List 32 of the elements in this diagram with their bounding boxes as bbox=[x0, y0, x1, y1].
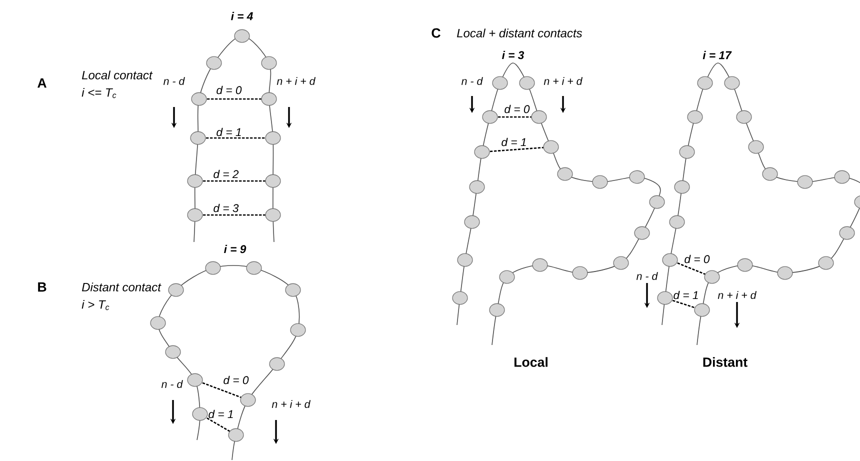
index-label: n - d bbox=[162, 380, 183, 388]
distance-label: d = 0 bbox=[504, 104, 530, 114]
distance-label: d = 1 bbox=[674, 290, 698, 300]
distance-label: d = 1 bbox=[208, 410, 233, 418]
condition-label: i > T$_{c}$ bbox=[82, 300, 110, 310]
index-label: n - d bbox=[462, 77, 483, 85]
index-label: n + i + d bbox=[718, 291, 757, 299]
distance-label: d = 0 bbox=[216, 86, 242, 94]
index-label: n - d bbox=[636, 272, 658, 280]
panel-title: Local contact bbox=[82, 70, 153, 80]
distance-label: d = 1 bbox=[502, 138, 526, 146]
condition-label: i <= T$_{c}$ bbox=[82, 88, 116, 98]
panel-letter: C bbox=[432, 28, 440, 38]
distance-label: d = 2 bbox=[214, 170, 239, 178]
distance-label: d = 0 bbox=[224, 376, 249, 384]
panel-title: Local + distant contacts bbox=[456, 28, 582, 38]
panel-caption: Distant bbox=[703, 357, 748, 367]
panel-letter: A bbox=[38, 78, 46, 88]
index-label: n + i + d bbox=[276, 77, 316, 85]
panel-title: Distant contact bbox=[82, 282, 162, 292]
loop-size-label: i = 17 bbox=[702, 50, 732, 60]
distance-label: d = 0 bbox=[684, 254, 710, 264]
loop-size-label: i = 9 bbox=[224, 244, 246, 254]
index-label: n + i + d bbox=[544, 77, 583, 85]
index-label: n - d bbox=[164, 77, 185, 85]
index-label: n + i + d bbox=[272, 400, 311, 408]
panel-letter: B bbox=[38, 282, 46, 292]
panel-caption: Local bbox=[514, 357, 548, 367]
distance-label: d = 1 bbox=[216, 128, 241, 136]
distance-label: d = 3 bbox=[214, 204, 239, 212]
loop-size-label: i = 4 bbox=[231, 12, 253, 20]
loop-size-label: i = 3 bbox=[502, 50, 524, 60]
